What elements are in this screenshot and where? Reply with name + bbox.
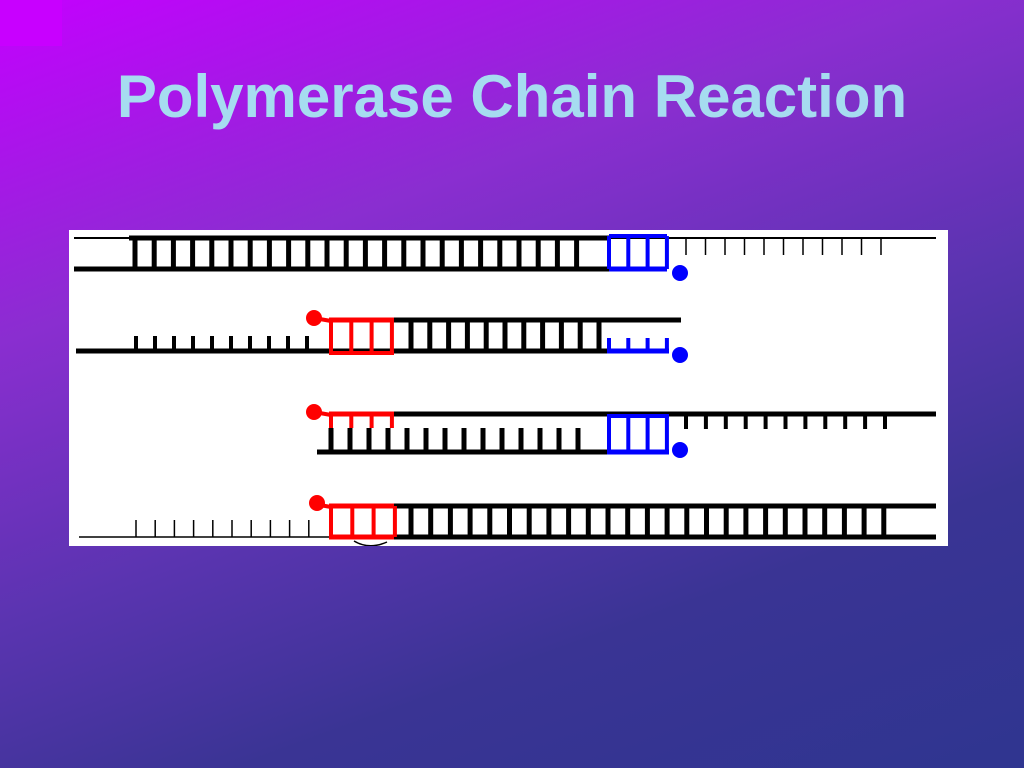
row-3 (306, 404, 936, 458)
row-2-blue-rungs (607, 338, 669, 351)
row-1-rungs (132, 238, 580, 269)
slide-title: Polymerase Chain Reaction (116, 63, 908, 130)
row-1-blue-rungs (607, 236, 669, 269)
row-2-unpaired-ticks (134, 336, 309, 351)
row-2-rungs (408, 320, 602, 351)
row-4-primer-red-dot (309, 495, 325, 511)
row-4-bottom-curve (353, 540, 388, 546)
row-4-red-rungs (329, 506, 397, 537)
row-3-red-rungs (329, 414, 394, 428)
row-1-unpaired-ticks (685, 238, 882, 255)
corner-accent (0, 0, 62, 46)
pcr-diagram-panel (69, 230, 948, 546)
row-2-primer-blue-dot (672, 347, 688, 363)
row-2-red-rungs (329, 320, 394, 353)
row-3-primer-blue-dot (672, 442, 688, 458)
row-1-primer-blue-dot (672, 265, 688, 281)
row-2-primer-red-dot (306, 310, 322, 326)
row-3-rungs (328, 428, 581, 452)
row-4-unpaired-ticks (135, 520, 310, 537)
row-2 (76, 310, 688, 363)
row-4 (79, 495, 936, 546)
row-1 (74, 234, 936, 281)
row-3-primer-red-dot (306, 404, 322, 420)
row-3-unpaired-ticks (684, 414, 887, 429)
row-3-blue-rungs (607, 416, 669, 452)
pcr-diagram (74, 234, 936, 546)
row-4-rungs (408, 506, 887, 537)
